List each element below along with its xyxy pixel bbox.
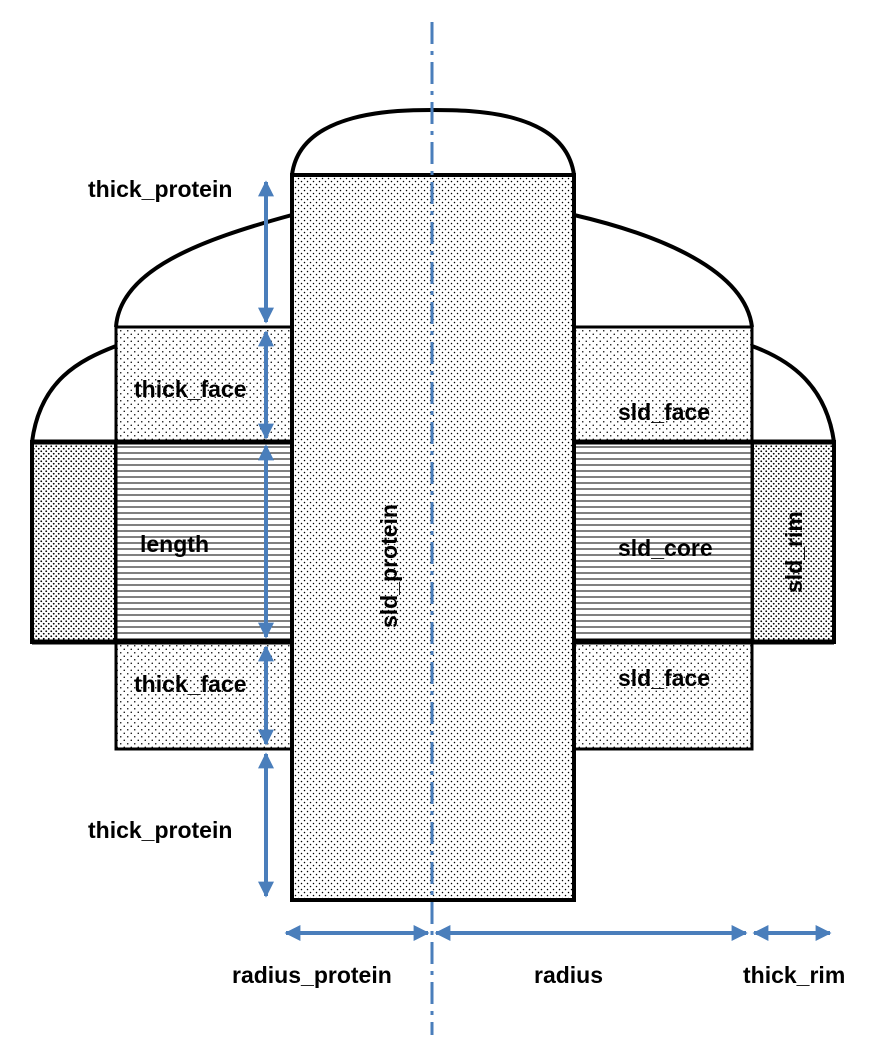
protein-column	[290, 173, 576, 902]
label-thick-face-top: thick_face	[134, 376, 247, 402]
label-thick-protein-bottom: thick_protein	[88, 817, 232, 843]
face-top-right	[572, 325, 754, 444]
rim-left	[30, 440, 118, 644]
label-length: length	[140, 531, 209, 557]
label-sld-core: sld_core	[618, 535, 713, 561]
label-thick-face-bottom: thick_face	[134, 671, 247, 697]
label-radius: radius	[534, 962, 603, 988]
label-sld-face-top: sld_face	[618, 399, 710, 425]
label-thick-protein-top: thick_protein	[88, 176, 232, 202]
face-bottom-right	[572, 640, 754, 751]
rim-cap-arc	[30, 344, 836, 443]
label-thick-rim: thick_rim	[743, 962, 845, 988]
rim-right	[750, 440, 836, 644]
label-sld-protein: sld_protein	[376, 504, 402, 628]
label-sld-face-bottom: sld_face	[618, 665, 710, 691]
label-sld-rim: sld_rim	[781, 511, 807, 593]
label-radius-protein: radius_protein	[232, 962, 392, 988]
